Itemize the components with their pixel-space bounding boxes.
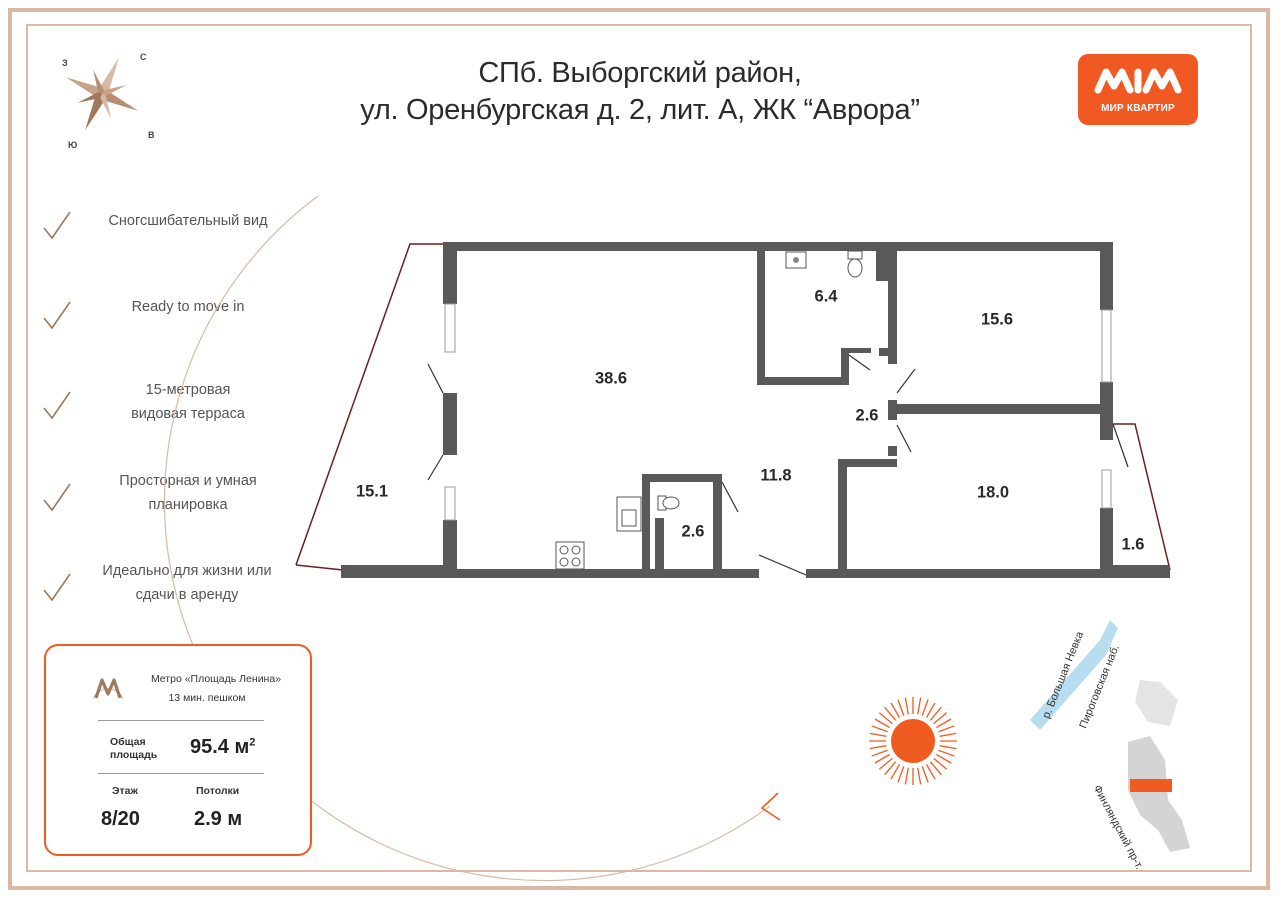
floor-label: Этаж — [112, 785, 138, 797]
divider — [98, 720, 264, 721]
room-area-wc: 2.6 — [681, 522, 705, 541]
feature-text: Просторная и умная планировка — [119, 473, 257, 513]
walls — [341, 242, 1170, 578]
fixtures — [555, 250, 863, 570]
windows — [444, 303, 1112, 521]
floor-value: 8/20 — [101, 808, 140, 830]
river-shape — [1030, 620, 1118, 730]
metro-station-name: Метро «Площадь Ленина» — [150, 673, 282, 685]
location-map — [1030, 620, 1190, 852]
address-title: СПб. Выборгский район, ул. Оренбургская … — [300, 55, 980, 129]
room-area-living: 38.6 — [594, 369, 628, 388]
compass-east-label: В — [148, 130, 155, 140]
building-marker — [1130, 779, 1172, 792]
door-swings — [427, 354, 1129, 576]
check-icon — [43, 211, 71, 240]
room-area-balcony: 1.6 — [1121, 535, 1145, 554]
room-area-bathroom: 6.4 — [814, 287, 838, 306]
feature-text: Идеально для жизни или сдачи в аренду — [102, 563, 272, 603]
feature-item: Идеально для жизни или сдачи в аренду — [36, 563, 286, 618]
logo-mark-icon — [1094, 68, 1182, 94]
feature-item: 15-метровая видовая терраса — [36, 382, 286, 436]
brand-logo[interactable]: МИР КВАРТИР — [1078, 54, 1198, 125]
room-area-bedroom-2: 18.0 — [976, 483, 1010, 502]
stove-icon — [555, 541, 585, 570]
metro-icon — [92, 678, 124, 700]
feature-item: Сногсшибательный вид — [36, 206, 286, 256]
compass-north-label: С — [140, 52, 147, 62]
room-area-terrace: 15.1 — [355, 482, 389, 501]
divider — [98, 773, 264, 774]
total-area-label: Общая площадь — [110, 736, 158, 761]
compass-rose: С З В Ю — [58, 50, 158, 160]
terrace-edge — [295, 564, 344, 571]
feature-item: Ready to move in — [36, 296, 286, 346]
check-icon — [43, 391, 71, 420]
inner-frame — [26, 24, 1252, 872]
room-area-corridor: 2.6 — [855, 406, 879, 425]
compass-west-label: З — [62, 58, 68, 68]
compass-icon — [65, 57, 139, 131]
toilet-icon — [847, 250, 863, 260]
check-icon — [43, 301, 71, 330]
feature-text: 15-метровая видовая терраса — [131, 382, 245, 422]
room-area-bedroom-1: 15.6 — [980, 310, 1014, 329]
logo-text: МИР КВАРТИР — [1101, 103, 1175, 114]
feature-item: Просторная и умная планировка — [36, 473, 286, 528]
ceiling-label: Потолки — [196, 785, 240, 797]
room-area-hall: 11.8 — [760, 466, 792, 485]
sun-icon — [869, 697, 957, 785]
compass-south-label: Ю — [68, 140, 78, 150]
feature-text: Ready to move in — [131, 299, 245, 315]
address-line-1: СПб. Выборгский район, — [478, 57, 802, 89]
address-line-2: ул. Оренбургская д. 2, лит. А, ЖК “Аврор… — [360, 94, 920, 126]
block-shape — [1135, 680, 1178, 726]
terrace-outline — [295, 243, 443, 566]
metro-walk-time: 13 мин. пешком — [168, 692, 246, 704]
feature-text: Сногсшибательный вид — [108, 213, 268, 229]
arrow-icon — [760, 792, 781, 821]
info-card: Метро «Площадь Ленина» 13 мин. пешком Об… — [44, 644, 312, 856]
ceiling-value: 2.9 м — [194, 808, 243, 830]
check-icon — [43, 483, 71, 512]
total-area-value: 95.4 м2 — [190, 736, 256, 758]
balcony-outline — [1110, 423, 1171, 571]
check-icon — [43, 573, 71, 602]
outer-frame — [8, 8, 1270, 890]
district-shape — [1128, 736, 1190, 852]
